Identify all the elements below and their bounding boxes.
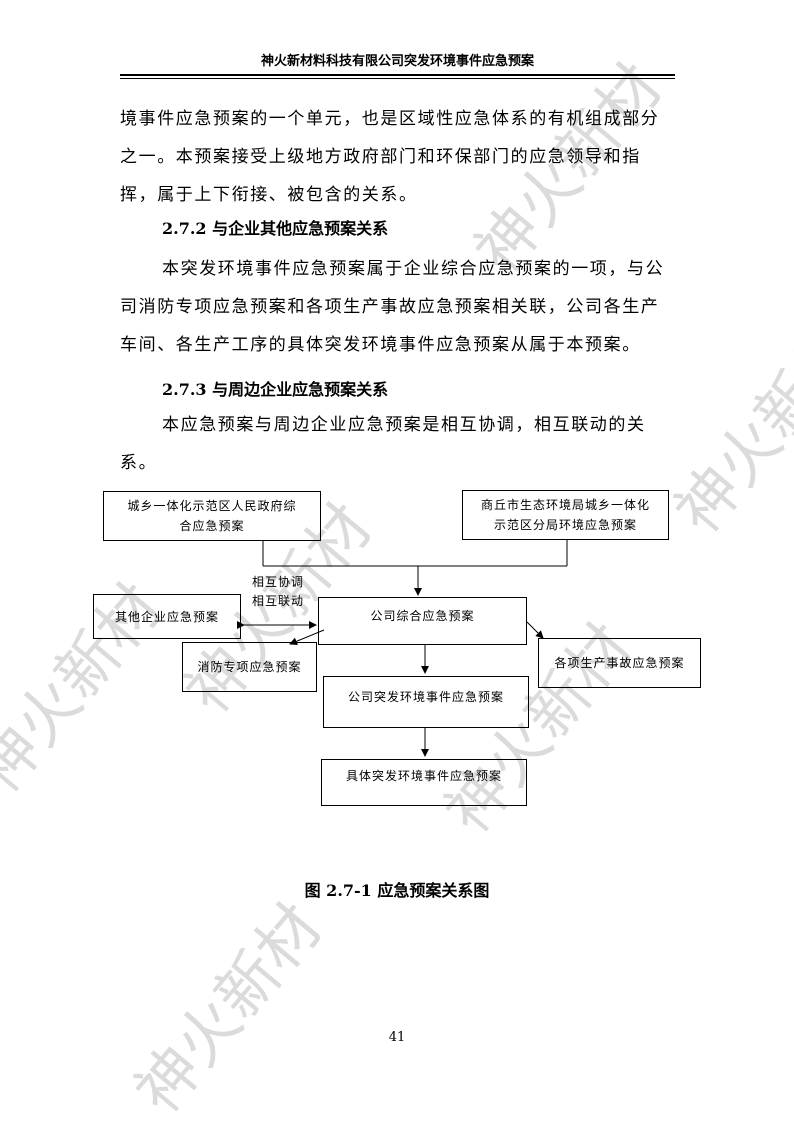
paragraph-line: 系。 xyxy=(120,453,158,473)
paragraph-line: 境事件应急预案的一个单元，也是区域性应急体系的有机组成部分 xyxy=(120,109,660,129)
box-specific-plan: 具体突发环境事件应急预案 xyxy=(321,759,527,806)
box-eco-plan: 商丘市生态环境局城乡一体化示范区分局环境应急预案 xyxy=(462,490,669,540)
label-coordinate: 相互协调 xyxy=(252,575,305,589)
figure-caption: 图 2.7-1 应急预案关系图 xyxy=(304,881,490,900)
box-other-enterprise-plan: 其他企业应急预案 xyxy=(93,594,241,639)
page-header: 神火新材料科技有限公司突发环境事件应急预案 xyxy=(260,54,534,69)
label-coordinate: 相互联动 xyxy=(252,594,305,608)
box-production-plan: 各项生产事故应急预案 xyxy=(538,638,701,688)
paragraph-line: 挥，属于上下衔接、被包含的关系。 xyxy=(120,185,418,205)
box-eco-text: 商丘市生态环境局城乡一体化 xyxy=(480,498,650,512)
section-heading-2-7-2: 2.7.2 与企业其他应急预案关系 xyxy=(162,219,389,238)
paragraph-line: 车间、各生产工序的具体突发环境事件应急预案从属于本预案。 xyxy=(120,335,641,355)
paragraph-line: 司消防专项应急预案和各项生产事故应急预案相关联，公司各生产 xyxy=(120,297,660,317)
section-heading-2-7-3: 2.7.3 与周边企业应急预案关系 xyxy=(162,380,389,399)
paragraph-line: 之一。本预案接受上级地方政府部门和环保部门的应急领导和指 xyxy=(120,147,641,167)
box-gov-text: 城乡一体化示范区人民政府综 xyxy=(127,499,297,513)
box-gov-plan: 城乡一体化示范区人民政府综合应急预案 xyxy=(103,491,321,541)
header-rule xyxy=(120,74,675,76)
box-fire-plan: 消防专项应急预案 xyxy=(182,642,317,692)
header-rule xyxy=(120,78,675,79)
box-env-plan: 公司突发环境事件应急预案 xyxy=(323,676,529,728)
paragraph-line: 本应急预案与周边企业应急预案是相互协调，相互联动的关 xyxy=(162,415,646,435)
box-eco-text: 示范区分局环境应急预案 xyxy=(493,518,637,532)
page-number: 41 xyxy=(388,1030,406,1045)
paragraph-line: 本突发环境事件应急预案属于企业综合应急预案的一项，与公 xyxy=(162,259,665,279)
box-company-plan: 公司综合应急预案 xyxy=(318,597,527,645)
box-gov-text: 合应急预案 xyxy=(179,519,245,533)
